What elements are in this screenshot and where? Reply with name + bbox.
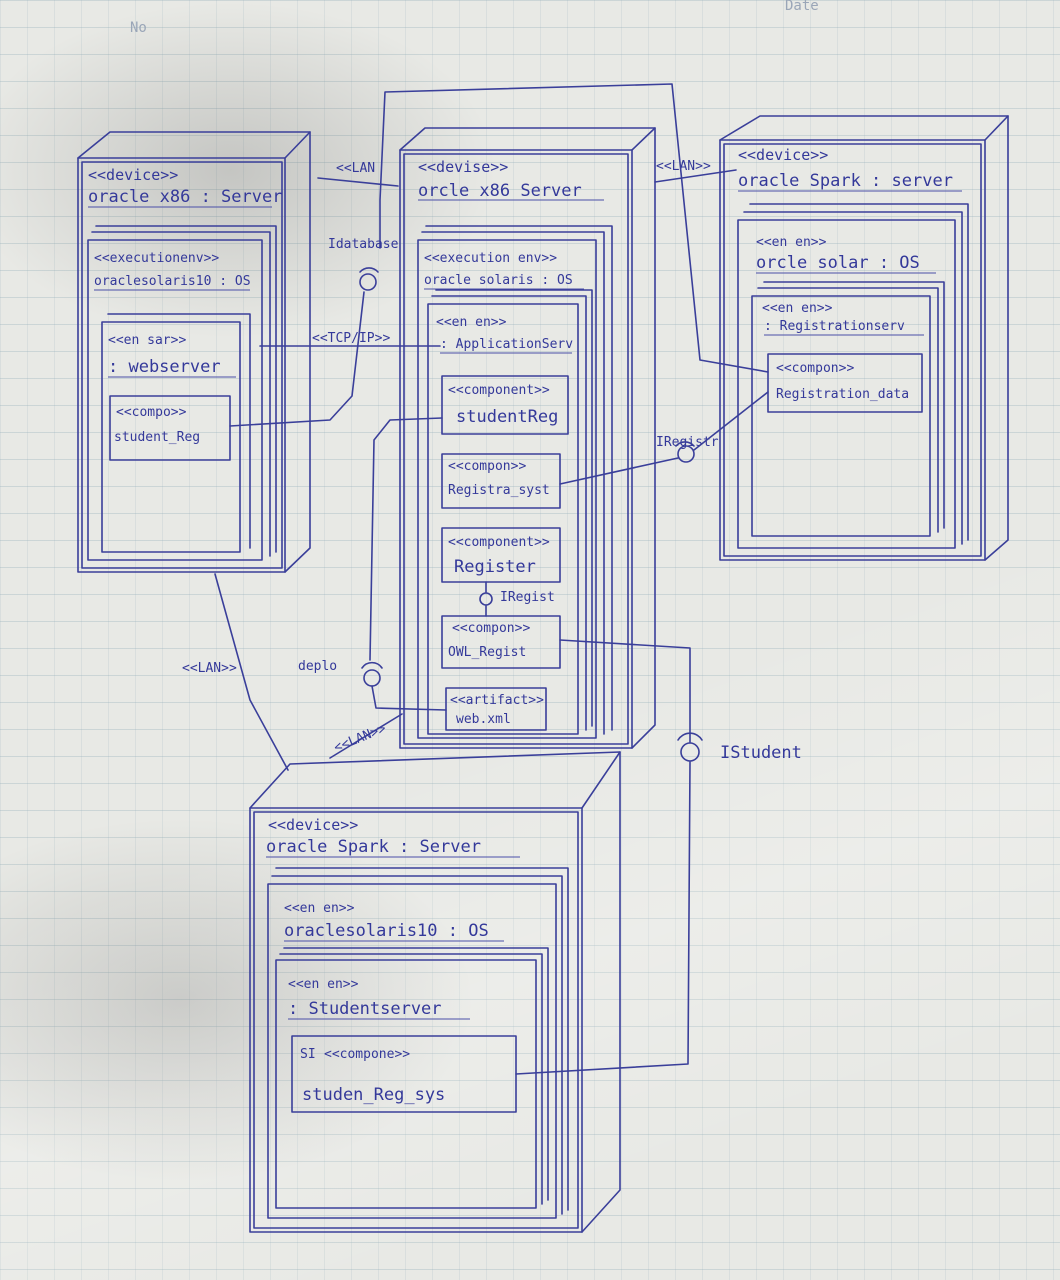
mid-artifact: [445, 687, 547, 731]
lan-mid-bottom-line: [329, 713, 403, 759]
mid-comp1-stereotype: <<component>>: [448, 383, 550, 398]
mid-comp2-stereotype: <<compon>>: [448, 459, 526, 474]
left-comp-stereotype: <<compo>>: [116, 405, 187, 420]
mid-env-node: [427, 289, 593, 735]
left-env-node: [101, 313, 251, 553]
mid-component-4: [441, 615, 561, 669]
right-os-name: orcle solar : OS: [756, 253, 920, 273]
mid-comp1-name: studentReg: [456, 407, 558, 427]
left-env-stereotype: <<en sar>>: [108, 333, 186, 348]
page-no-label: No: [130, 20, 147, 36]
right-env-node: [751, 281, 945, 537]
mid-artifact-name: web.xml: [456, 712, 511, 727]
idatabase-connector: [229, 291, 365, 427]
left-device-name: oracle x86 : Server: [88, 187, 282, 207]
lan-mid-right-label: <<LAN>>: [656, 159, 711, 174]
mid-comp4-stereotype: <<compon>>: [452, 621, 530, 636]
left-device-stereotype: <<device>>: [88, 166, 178, 184]
owl-istudent-line: [559, 639, 691, 743]
lan-left-mid-label: <<LAN: [336, 161, 375, 176]
student-deploy-line: [369, 417, 443, 661]
right-device-name: oracle Spark : server: [738, 171, 953, 191]
lan-left-bottom-label: <<LAN>>: [182, 661, 237, 676]
deploy-socket: [361, 661, 383, 669]
mid-device-name: orcle x86 Server: [418, 181, 582, 201]
page-date-label: Date: [785, 0, 819, 14]
bottom-os-node: [267, 867, 569, 1219]
left-os-stereotype: <<executionenv>>: [94, 251, 219, 266]
bottom-comp-name: studen_Reg_sys: [302, 1085, 445, 1105]
mid-comp3-name: Register: [454, 557, 536, 577]
mid-os-name: oracle solaris : OS: [424, 273, 573, 288]
bottom-os-stereotype: <<en en>>: [284, 901, 355, 916]
tcp-label: <<TCP/IP>>: [312, 331, 390, 346]
left-component: [109, 395, 231, 461]
mid-os-stereotype: <<execution env>>: [424, 251, 557, 266]
iregister-socket: [675, 441, 695, 447]
iregister-right-line: [693, 391, 769, 451]
left-os-node: [87, 225, 277, 561]
deploy-label: deplo: [298, 659, 337, 674]
bottom-os-name: oraclesolaris10 : OS: [284, 921, 489, 941]
lan-left-mid-line: [317, 177, 399, 187]
idatabase-interface: [359, 273, 377, 291]
left-env-name: : webserver: [108, 357, 221, 377]
istudent-socket: [677, 732, 703, 741]
istudent-interface: [680, 742, 700, 762]
right-device-stereotype: <<device>>: [738, 146, 828, 164]
istudent-label: IStudent: [720, 743, 802, 763]
iregister-interface: [677, 445, 695, 463]
mid-env-stereotype: <<en en>>: [436, 315, 507, 330]
bottom-comp-prefix: SI: [300, 1047, 316, 1062]
left-device-node: [77, 131, 311, 573]
left-comp-name: student_Reg: [114, 430, 200, 445]
bottom-env-node: [275, 947, 549, 1209]
bottom-env-stereotype: <<en en>>: [288, 977, 359, 992]
mid-component-3: [441, 527, 561, 583]
bottom-component: [291, 1035, 517, 1113]
right-os-stereotype: <<en en>>: [756, 235, 827, 250]
lan-left-bottom-line: [214, 573, 289, 771]
deploy-interface: [363, 669, 381, 687]
mid-device-stereotype: <<devise>>: [418, 158, 508, 176]
idatabase-socket: [359, 267, 379, 273]
mid-component-1: [441, 375, 569, 435]
mid-component-2: [441, 453, 561, 509]
right-comp-name: Registration_data: [776, 387, 909, 402]
right-device-node: [719, 115, 1009, 561]
top-loop-connector: [379, 83, 769, 373]
bottom-env-name: : Studentserver: [288, 999, 442, 1019]
right-env-stereotype: <<en en>>: [762, 301, 833, 316]
mid-artifact-stereotype: <<artifact>>: [450, 693, 544, 708]
iregist-small-interface: [479, 592, 493, 606]
lan-mid-right-line: [654, 169, 737, 183]
right-env-name: : Registrationserv: [764, 319, 905, 334]
bottom-comp-stereotype: <<compone>>: [324, 1047, 410, 1062]
bottom-device-stereotype: <<device>>: [268, 816, 358, 834]
iregister-left-line: [559, 457, 679, 485]
mid-os-node: [417, 225, 613, 739]
deploy-artifact-line: [371, 685, 447, 711]
mid-comp3-stereotype: <<component>>: [448, 535, 550, 550]
left-os-name: oraclesolaris10 : OS: [94, 274, 251, 289]
lan-mid-bottom-label: <<LAN>>: [332, 721, 389, 755]
mid-comp4-name: OWL_Regist: [448, 645, 526, 660]
mid-device-node: [399, 127, 656, 749]
right-os-node: [737, 203, 969, 549]
mid-comp2-name: Registra_syst: [448, 483, 550, 498]
iregist-small-label: IRegist: [500, 590, 555, 605]
idatabase-label: Idatabase: [328, 237, 399, 252]
mid-env-name: : ApplicationServ: [440, 337, 573, 352]
istudent-bottom-line: [515, 761, 691, 1075]
right-comp-stereotype: <<compon>>: [776, 361, 854, 376]
bottom-device-node: [249, 751, 621, 1233]
bottom-device-name: oracle Spark : Server: [266, 837, 481, 857]
